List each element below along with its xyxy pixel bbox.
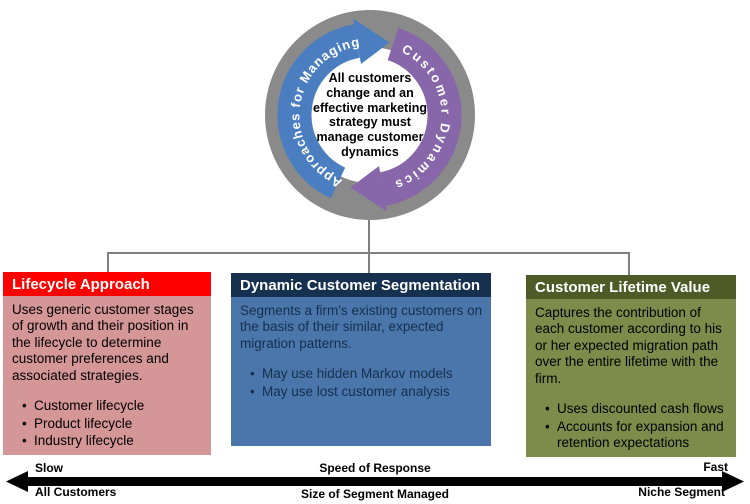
customer-lifetime-value-title: Customer Lifetime Value bbox=[526, 275, 736, 299]
lifecycle-approach-body: Uses generic customer stages of growth a… bbox=[3, 296, 211, 455]
lifecycle-approach-box: Lifecycle Approach Uses generic customer… bbox=[3, 272, 211, 455]
bullet-item: Industry lifecycle bbox=[22, 433, 203, 450]
lifecycle-approach-description: Uses generic customer stages of growth a… bbox=[12, 302, 194, 383]
bullet-item: May use lost customer analysis bbox=[250, 384, 483, 401]
dynamic-segmentation-description: Segments a firm’s existing customers on … bbox=[240, 303, 483, 351]
customer-lifetime-value-description: Captures the contribution of each custom… bbox=[535, 305, 722, 386]
customer-dynamics-arrow-arc bbox=[379, 27, 462, 206]
customer-dynamics-arrowhead-icon bbox=[350, 166, 387, 212]
customer-lifetime-value-bullets: Uses discounted cash flowsAccounts for e… bbox=[535, 401, 728, 451]
connector-vertical-right bbox=[628, 252, 630, 275]
bullet-item: Customer lifecycle bbox=[22, 398, 203, 415]
bullet-item: Product lifecycle bbox=[22, 416, 203, 433]
bullet-item: May use hidden Markov models bbox=[250, 366, 483, 383]
bullet-item: Uses discounted cash flows bbox=[545, 401, 728, 418]
double-arrow-icon bbox=[6, 471, 744, 492]
connector-vertical-left bbox=[107, 252, 109, 272]
axis-label-size-of-segment: Size of Segment Managed bbox=[300, 487, 450, 501]
approaches-arrow-arc bbox=[277, 24, 361, 199]
customer-lifetime-value-box: Customer Lifetime Value Captures the con… bbox=[526, 275, 736, 457]
axis-label-slow: Slow bbox=[35, 461, 64, 475]
dynamic-segmentation-bullets: May use hidden Markov modelsMay use lost… bbox=[240, 366, 483, 400]
lifecycle-approach-title: Lifecycle Approach bbox=[3, 272, 211, 296]
dynamic-segmentation-box: Dynamic Customer Segmentation Segments a… bbox=[231, 273, 491, 446]
connector-vertical-center bbox=[368, 220, 370, 273]
axis-label-all-customers: All Customers bbox=[35, 485, 117, 499]
axis-label-niche-segment: Niche Segment bbox=[638, 485, 725, 499]
customer-lifetime-value-body: Captures the contribution of each custom… bbox=[526, 299, 736, 457]
bullet-item: Accounts for expansion and retention exp… bbox=[545, 419, 728, 452]
approaches-arrowhead-icon bbox=[353, 18, 390, 64]
dynamic-segmentation-body: Segments a firm’s existing customers on … bbox=[231, 297, 491, 446]
axis-label-speed-of-response: Speed of Response bbox=[319, 461, 431, 475]
axis-label-fast: Fast bbox=[703, 460, 728, 474]
connector-horizontal bbox=[107, 252, 630, 254]
dynamic-segmentation-title: Dynamic Customer Segmentation bbox=[231, 273, 491, 297]
cycle-center-text: All customers change and an effective ma… bbox=[313, 71, 427, 159]
lifecycle-approach-bullets: Customer lifecycleProduct lifecycleIndus… bbox=[12, 398, 203, 450]
